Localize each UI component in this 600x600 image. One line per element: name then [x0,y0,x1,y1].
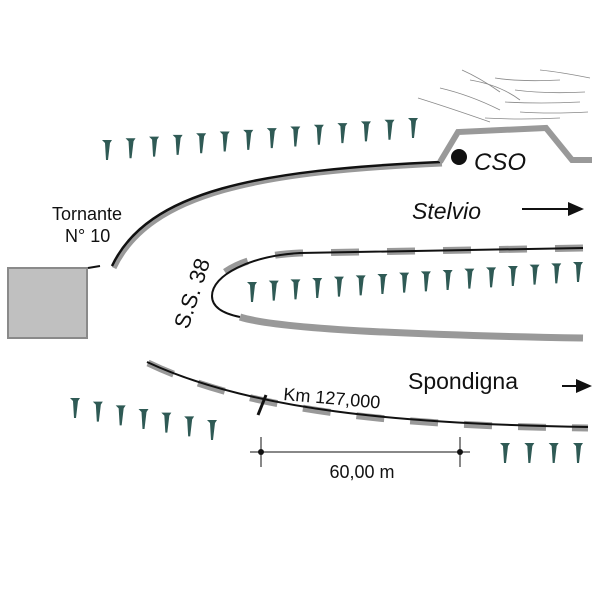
tree-icon [138,409,149,429]
tree-icon [355,275,366,296]
tree-icon [551,263,562,284]
tornante-label-line1: Tornante [52,204,122,224]
upper-road [110,160,441,267]
tree-icon [420,271,431,292]
tree-icon [290,279,301,300]
stelvio-arrow-icon [522,202,584,216]
tree-icon [524,443,535,463]
tree-icon [290,126,301,147]
tree-icon [333,276,344,297]
tree-icon [337,123,348,144]
tree-icon [268,280,279,301]
tree-icon [115,405,126,426]
tree-icon [377,274,388,294]
tree-icon [507,266,518,286]
tree-icon [399,272,410,293]
dimension-label: 60,00 m [329,462,394,482]
km-marker-tick [256,394,268,416]
upper-road-shadow [111,161,443,270]
road-name-label: S.S. 38 [169,255,215,331]
tree-icon [243,129,254,150]
tree-icon [172,134,183,155]
spondigna-arrow-icon [562,379,592,393]
tree-icon [573,262,583,282]
tree-icon [70,398,80,418]
tree-icon [149,136,160,157]
dimension-end-left [258,449,264,455]
tree-icon [384,119,395,140]
dimension-end-right [457,449,463,455]
tree-icon [102,140,112,160]
tree-icon [184,416,195,437]
tree-icon [529,264,540,285]
lower-road [146,361,589,428]
tree-icon [360,121,371,142]
tree-icon [219,131,230,152]
glacier-lines [417,69,591,123]
tree-icon [442,270,453,290]
tree-icon [548,443,559,463]
tornante-label-line2: N° 10 [65,226,110,246]
tree-icon [125,138,136,159]
tree-icon [207,420,217,440]
trees-layer [70,118,583,463]
tree-icon [247,282,257,302]
tree-icon [573,443,583,463]
tree-icon [92,401,103,422]
tree-icon [464,268,475,289]
hairpin-bottom [238,313,584,342]
km-marker-label: Km 127,000 [283,384,381,412]
cso-label: CSO [474,149,526,176]
hairpin-top [210,247,584,318]
tree-icon [408,118,418,138]
building-box [7,267,88,339]
cso-point [451,149,467,165]
tree-icon [312,278,323,298]
tree-icon [313,124,324,145]
spondigna-label: Spondigna [408,368,518,394]
cso-platform [437,124,592,164]
tree-icon [161,412,172,433]
stelvio-label: Stelvio [412,198,481,224]
tree-icon [266,128,277,149]
tree-icon [196,133,207,154]
tree-icon [500,443,510,463]
box-connector [87,265,101,269]
tree-icon [486,267,497,288]
